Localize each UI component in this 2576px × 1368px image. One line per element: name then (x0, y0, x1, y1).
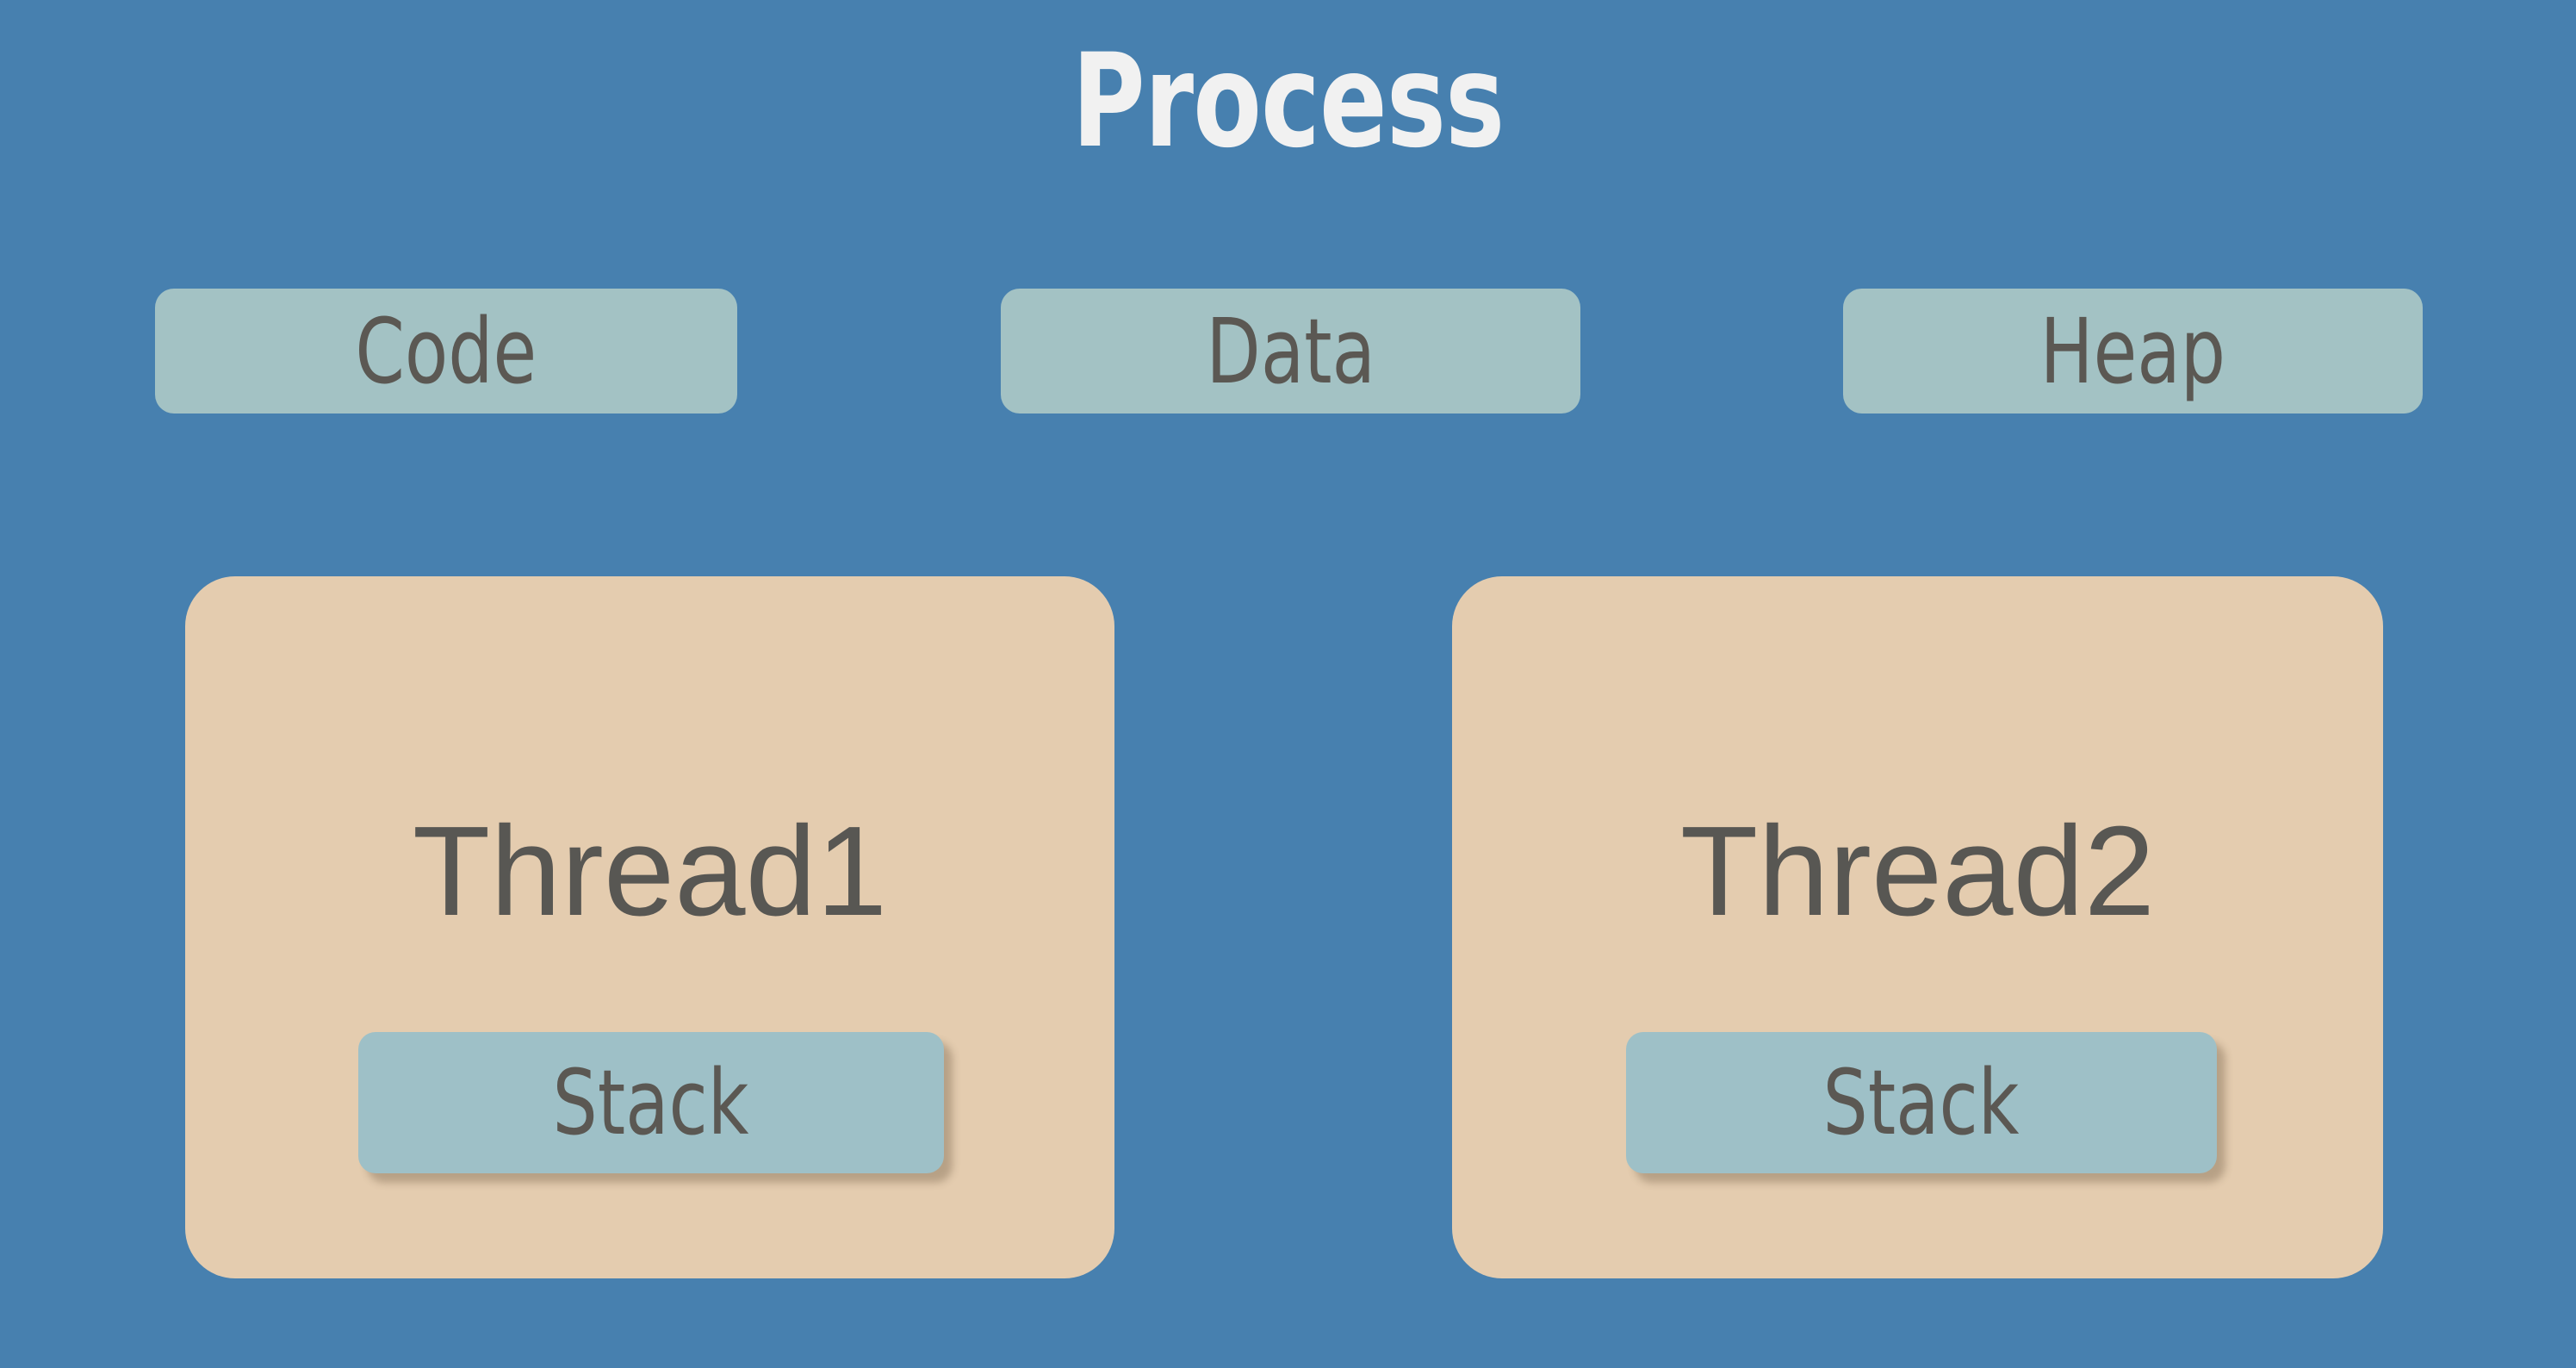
segment-label-code: Code (355, 298, 537, 404)
segment-label-data: Data (1206, 298, 1375, 404)
thread-box-thread1[interactable]: Thread1 Stack (185, 576, 1114, 1278)
stack-box-thread2[interactable]: Stack (1626, 1032, 2217, 1173)
thread-box-thread2[interactable]: Thread2 Stack (1452, 576, 2383, 1278)
stack-label-thread1: Stack (553, 1050, 749, 1155)
segment-label-heap: Heap (2039, 298, 2226, 404)
stack-box-thread1[interactable]: Stack (358, 1032, 944, 1173)
segment-box-code[interactable]: Code (155, 289, 737, 414)
segment-box-data[interactable]: Data (1001, 289, 1580, 414)
page-title: Process (1071, 27, 1505, 177)
thread-label-thread2: Thread2 (1679, 800, 2156, 942)
thread-label-thread1: Thread1 (412, 800, 888, 942)
segment-box-heap[interactable]: Heap (1843, 289, 2423, 414)
stack-label-thread2: Stack (1823, 1050, 2020, 1155)
